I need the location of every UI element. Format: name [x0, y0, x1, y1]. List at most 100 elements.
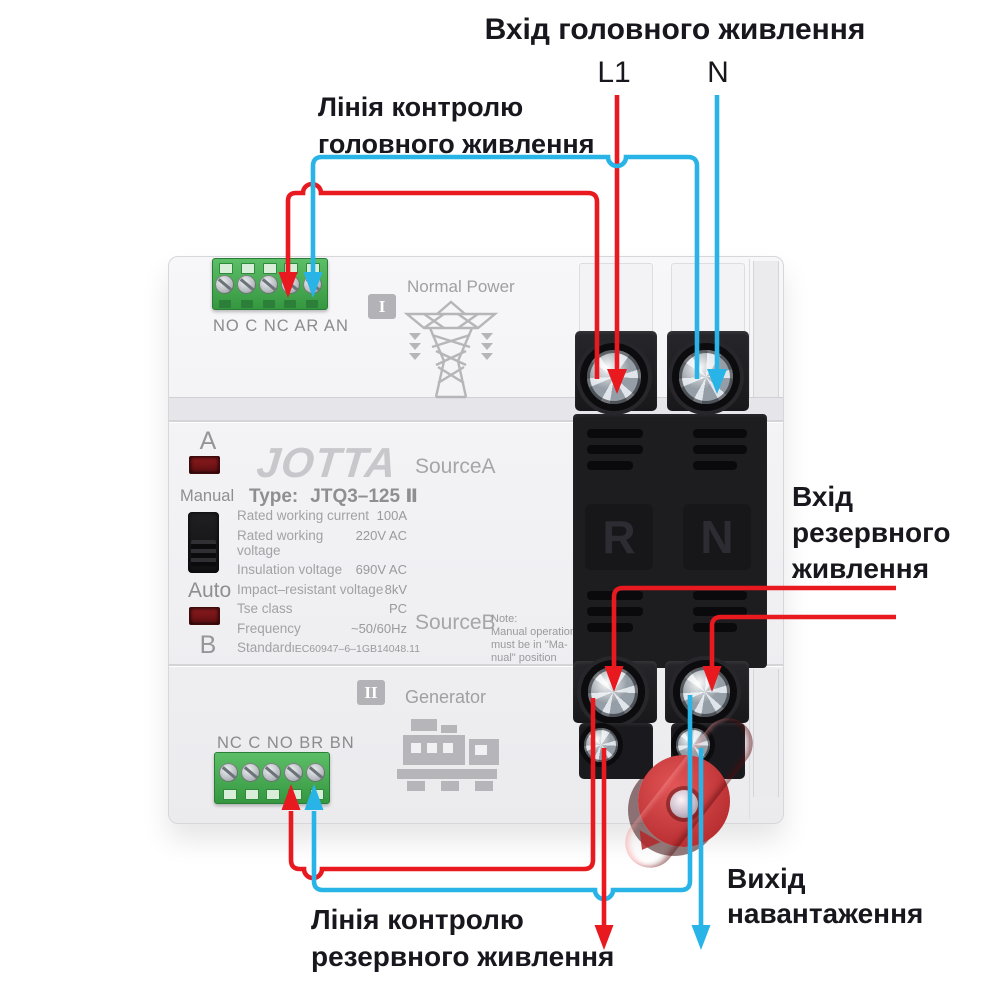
- wire-port: [310, 789, 324, 800]
- arrowhead-output-blue: [691, 925, 711, 950]
- breaker-n-plate: N: [683, 504, 751, 570]
- spec-label: Impact–resistant voltage: [237, 581, 384, 597]
- spec-label: Standard: [237, 640, 292, 655]
- vent-slot: [587, 591, 643, 600]
- generator-label: Generator: [405, 687, 487, 707]
- terminal-riser: [579, 263, 653, 335]
- reserve-input-caption: Вхід резервного живлення: [792, 481, 951, 584]
- manual-label: Manual: [180, 487, 235, 505]
- source-b-label: SourceB: [415, 611, 496, 634]
- terminal-screw: [680, 667, 730, 717]
- spec-label: Rated working voltage: [237, 527, 324, 558]
- transfer-switch-device: NO C NC AR AN I Normal Power A Manual Au…: [168, 256, 784, 856]
- vent-slot: [587, 607, 643, 616]
- output-terminal-l: [579, 723, 653, 779]
- type-label: Type:: [249, 486, 299, 507]
- terminal-labels-top: NO C NC AR AN: [213, 317, 349, 335]
- terminal-screw: [679, 350, 733, 404]
- n-label: N: [707, 56, 729, 89]
- vent-slot: [693, 429, 747, 438]
- section-two-badge: II: [357, 680, 385, 705]
- handle-hub-screw: [670, 790, 698, 818]
- din-rail-bottom: [753, 669, 779, 797]
- terminal-foot: [263, 300, 275, 308]
- spec-row: Insulation voltage 690V AC: [237, 562, 407, 577]
- manual-auto-toggle[interactable]: [188, 512, 219, 573]
- spec-value: 690V AC: [355, 562, 407, 577]
- wire-port: [306, 263, 320, 274]
- indicator-a-label: A: [199, 427, 217, 455]
- type-value: JTQ3–125 Ⅱ: [310, 486, 418, 507]
- reserve-terminal-l: [573, 661, 657, 723]
- terminal-screw: [219, 763, 238, 782]
- type-row: Type: JTQ3–125 Ⅱ: [249, 485, 418, 508]
- wire-port: [241, 263, 255, 274]
- spec-value: 220V AC: [355, 527, 407, 543]
- source-a-label: SourceA: [415, 455, 496, 478]
- terminal-screw: [587, 350, 641, 404]
- auto-label: Auto: [188, 579, 232, 602]
- spec-label: Frequency: [237, 620, 301, 636]
- breaker-module: R N: [573, 414, 767, 668]
- vent-slot: [693, 461, 737, 470]
- terminal-labels-bottom: NC C NO BR BN: [217, 734, 355, 752]
- terminal-screw: [284, 763, 303, 782]
- spec-table: Rated working current 100A Rated working …: [237, 508, 420, 655]
- main-input-terminal-n: [667, 331, 749, 411]
- side-seam: [749, 669, 750, 819]
- terminal-screw: [303, 275, 322, 294]
- spec-value: IEC60947–6–1GB14048.11: [291, 643, 421, 655]
- reserve-control-caption: Лінія контролю резервного живлення: [311, 904, 615, 972]
- terminal-screw: [306, 763, 325, 782]
- terminal-foot: [306, 300, 318, 308]
- load-output-caption: Вихід навантаження: [727, 863, 924, 929]
- vent-slot: [693, 623, 737, 632]
- vent-slot: [587, 461, 633, 470]
- terminal-riser: [671, 263, 745, 335]
- main-control-caption: Лінія контролю головного живлення: [318, 92, 595, 159]
- panel-seam-top: [169, 420, 783, 422]
- source-b-led: [189, 607, 220, 625]
- source-a-led: [189, 456, 220, 474]
- wire-port: [245, 789, 259, 800]
- power-tower-icon: [403, 300, 499, 399]
- main-control-terminal-block: [212, 258, 328, 310]
- l1-label: L1: [597, 56, 631, 89]
- terminal-screw: [584, 728, 618, 762]
- spec-row: Rated working voltage 220V AC: [237, 528, 407, 558]
- reserve-terminal-n: [665, 661, 749, 723]
- wire-port: [288, 789, 302, 800]
- terminal-screw: [237, 275, 256, 294]
- spec-value: 100A: [376, 508, 407, 523]
- section-one-badge: I: [368, 294, 396, 319]
- main-input-terminal-l: [575, 331, 657, 411]
- wire-port: [263, 263, 277, 274]
- main-input-title: Вхід головного живлення: [484, 13, 866, 46]
- terminal-screw: [215, 275, 234, 294]
- spec-value: ~50/60Hz: [350, 620, 407, 636]
- terminal-screw: [588, 667, 638, 717]
- manual-note: Note: Manual operation must be in "Ma- n…: [491, 613, 577, 664]
- wire-port: [219, 263, 233, 274]
- spec-label: Insulation voltage: [237, 562, 343, 577]
- reserve-control-terminal-block: [214, 752, 330, 804]
- indicator-b-label: B: [199, 631, 217, 659]
- spec-label: Rated working current: [237, 508, 370, 523]
- terminal-foot: [241, 300, 253, 308]
- side-seam: [749, 259, 750, 397]
- vent-slot: [587, 445, 643, 454]
- generator-icon: [397, 719, 499, 791]
- terminal-screw: [259, 275, 278, 294]
- spec-row: Rated working current 100A: [237, 508, 407, 523]
- panel-seam-bottom: [169, 664, 783, 666]
- wire-port: [284, 263, 298, 274]
- terminal-screw: [241, 763, 260, 782]
- spec-value: PC: [388, 601, 407, 616]
- terminal-screw: [262, 763, 281, 782]
- vent-slot: [693, 591, 747, 600]
- vent-slot: [693, 445, 747, 454]
